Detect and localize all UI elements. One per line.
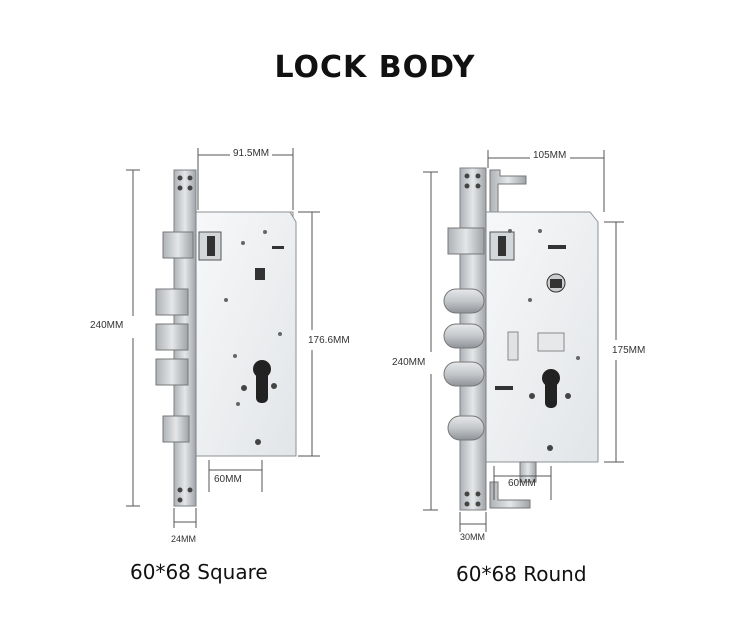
bolt (162, 415, 190, 443)
dim-width-top-left: 91.5MM (233, 148, 270, 159)
bolt (155, 323, 189, 351)
dim-faceplate-right: 30MM (460, 532, 486, 542)
dim-bottom-width-right: 60MM (508, 478, 536, 489)
bolt (443, 288, 485, 314)
bolt (443, 361, 485, 387)
lock-square (155, 169, 297, 507)
dim-height-total-left: 240MM (90, 320, 124, 331)
caption-round: 60*68 Round (456, 562, 587, 586)
lock-round (443, 167, 599, 511)
dim-bottom-width-left: 60MM (214, 474, 242, 485)
bolt (155, 288, 189, 316)
dimension-lines-left (126, 148, 320, 528)
dim-height-total-right: 240MM (392, 357, 426, 368)
dim-width-top-right: 105MM (533, 150, 567, 161)
page-title: LOCK BODY (274, 50, 476, 85)
dim-faceplate-left: 24MM (171, 534, 197, 544)
bolt (447, 415, 485, 441)
dim-height-case-right: 175MM (612, 345, 646, 356)
bolt (155, 358, 189, 386)
caption-square: 60*68 Square (130, 560, 268, 584)
dim-height-case-left: 176.6MM (308, 335, 350, 346)
bolt (443, 323, 485, 349)
dimension-lines-right (423, 150, 624, 532)
